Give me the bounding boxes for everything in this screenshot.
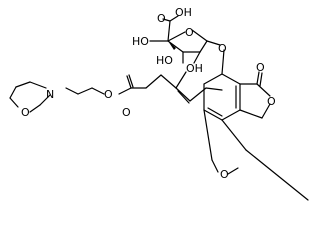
bond-methoxy-3 bbox=[227, 167, 239, 175]
molecule-drawing: O OH HO HO O OH O O O O N O O O bbox=[9, 6, 309, 201]
bond-ar-6 bbox=[203, 73, 223, 85]
bond-chain-5 bbox=[160, 74, 177, 89]
atom-ho-left: HO bbox=[132, 35, 149, 48]
bond-c1-o-link bbox=[206, 40, 221, 46]
bond-ch2-n bbox=[65, 87, 79, 95]
bond-ester-co-b bbox=[128, 74, 134, 88]
atom-labels: O OH HO HO O OH O O O O N O O O bbox=[21, 6, 276, 181]
side-chain-bonds bbox=[65, 71, 223, 104]
stereo-wedge bbox=[168, 41, 176, 50]
bond-ester-o bbox=[118, 87, 132, 95]
bond-link-o-aryl bbox=[221, 49, 225, 75]
bond-c5-o bbox=[167, 31, 186, 42]
bond-chain-6 bbox=[145, 74, 162, 89]
bond-morph-4 bbox=[9, 86, 17, 99]
aromatic-bonds bbox=[203, 71, 271, 121]
bond-c3-c5 bbox=[167, 40, 184, 53]
bond-lac-co bbox=[256, 71, 260, 85]
bond-ar-1 bbox=[221, 73, 241, 85]
bond-lac-2 bbox=[261, 103, 271, 119]
bond-chain-2b bbox=[177, 90, 190, 104]
atom-ester-o: O bbox=[104, 88, 113, 101]
bond-ar-4b bbox=[207, 107, 223, 117]
bond-ch2-ch2 bbox=[77, 87, 93, 95]
atom-methoxy-o: O bbox=[220, 168, 229, 181]
bond-methyl-1 bbox=[221, 119, 247, 151]
bond-morph-3 bbox=[9, 97, 19, 108]
bond-c2-oh bbox=[193, 51, 201, 64]
bond-morph-5 bbox=[15, 81, 31, 88]
bond-methoxy-2 bbox=[211, 159, 219, 173]
bond-methoxy-1 bbox=[203, 109, 213, 161]
bond-acid-c bbox=[167, 20, 171, 42]
glucuronide-bonds bbox=[149, 15, 221, 64]
atom-ring-o: O bbox=[185, 26, 194, 39]
bond-ester-co bbox=[126, 75, 132, 89]
structure-diagram: O OH HO HO O OH O O O O N O O O bbox=[9, 6, 309, 201]
bond-methyl-2 bbox=[245, 149, 309, 201]
atom-link-o: O bbox=[218, 42, 227, 55]
atom-ester-carbonyl-o: O bbox=[122, 106, 131, 119]
atom-acid-o: O bbox=[157, 12, 166, 25]
bond-morph-2 bbox=[29, 104, 41, 113]
bond-lac-o bbox=[256, 83, 271, 97]
bond-ar-4 bbox=[203, 109, 223, 121]
atom-acid-oh: OH bbox=[175, 6, 192, 19]
atom-oh-lower: OH bbox=[186, 62, 203, 75]
bond-acid-oh bbox=[169, 15, 179, 22]
bond-oxy-ch2 bbox=[91, 87, 105, 95]
morpholine-bonds bbox=[9, 81, 51, 113]
bond-chain-4 bbox=[205, 87, 223, 91]
atom-lactone-carbonyl-o: O bbox=[256, 61, 265, 74]
bond-lac-co-b bbox=[259, 72, 263, 87]
atom-lactone-ring-o: O bbox=[267, 95, 276, 108]
bond-morph-1 bbox=[39, 94, 51, 106]
bond-c1-c2 bbox=[199, 40, 208, 53]
bond-lac-3 bbox=[239, 109, 263, 119]
atom-morpholine-o: O bbox=[21, 106, 30, 119]
substituent-bonds bbox=[203, 109, 309, 201]
bond-morph-6 bbox=[29, 81, 47, 89]
bond-chain-1 bbox=[175, 71, 187, 89]
bond-acid-o bbox=[162, 18, 171, 22]
atom-ho-mid: HO bbox=[156, 54, 173, 67]
atom-morpholine-n: N bbox=[46, 88, 54, 101]
bond-chain-3 bbox=[189, 87, 207, 102]
bond-chain-2 bbox=[175, 87, 191, 102]
bond-ar-3 bbox=[221, 109, 241, 121]
bond-o-c1 bbox=[191, 29, 208, 42]
